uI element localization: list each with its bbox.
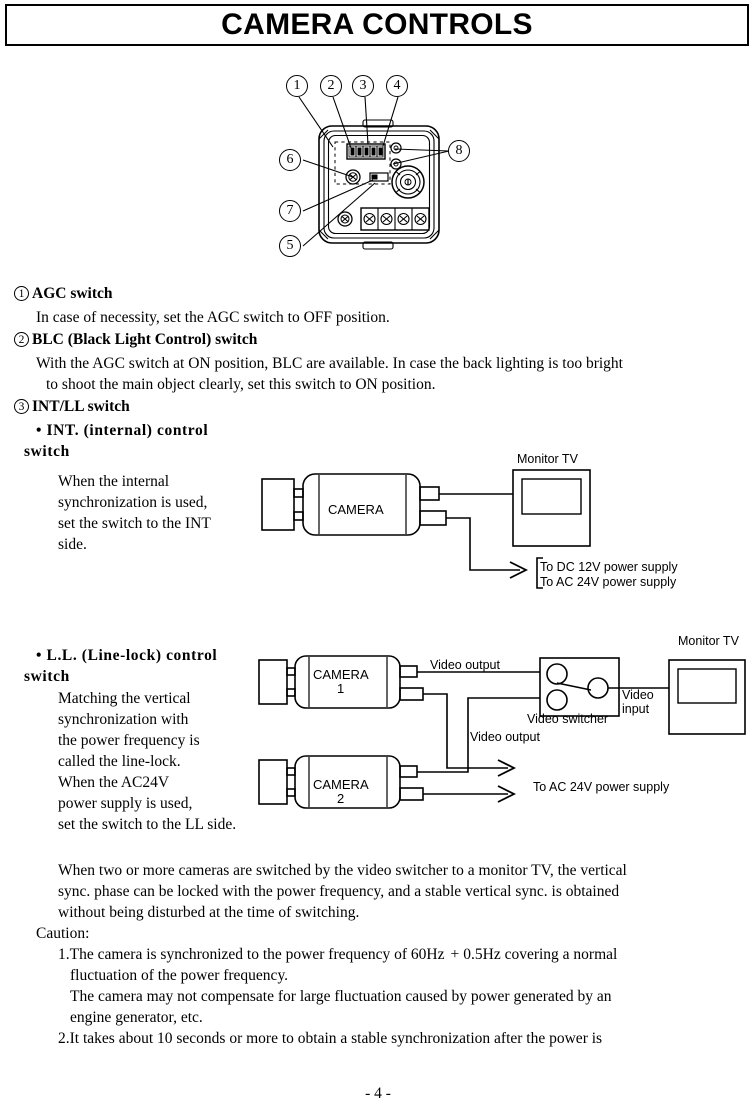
closing-para-line-1: When two or more cameras are switched by… xyxy=(58,862,627,879)
callout-bubble-3: 3 xyxy=(352,75,374,97)
ll-camera1-label-line-2: 1 xyxy=(337,681,345,696)
callout-bubble-2: 2 xyxy=(320,75,342,97)
plus-minus-sign: + xyxy=(450,946,460,963)
ll-video-output-bottom-label: Video output xyxy=(470,730,540,744)
int-power-line-2: To AC 24V power supply xyxy=(540,575,677,589)
ll-bullet-line-2: switch xyxy=(24,668,70,685)
ll-video-input-label-line-1: Video xyxy=(622,688,654,702)
callout-number-3: 3 xyxy=(14,399,29,414)
ll-camera2-label-line-1: CAMERA xyxy=(313,777,369,792)
ll-connection-diagram xyxy=(255,650,755,810)
callout-bubble-4: 4 xyxy=(386,75,408,97)
item-1-body: In case of necessity, set the AGC switch… xyxy=(36,309,390,326)
camera-rear-panel-figure xyxy=(255,60,500,270)
int-monitor-label: Monitor TV xyxy=(517,452,578,466)
closing-para-line-3: without being disturbed at the time of s… xyxy=(58,904,360,921)
callout-bubble-7: 7 xyxy=(279,200,301,222)
ll-video-input-label-line-2: input xyxy=(622,702,650,716)
callout-bubble-1: 1 xyxy=(286,75,308,97)
callout-number-1: 1 xyxy=(14,286,29,301)
int-body-text: When the internal synchronization is use… xyxy=(58,473,211,553)
int-bullet-line-1: • INT. (internal) control xyxy=(36,422,209,439)
callout-number-2: 2 xyxy=(14,332,29,347)
ll-body-text: Matching the vertical synchronization wi… xyxy=(58,690,237,833)
ll-monitor-label: Monitor TV xyxy=(678,634,739,648)
page-title: CAMERA CONTROLS xyxy=(221,8,533,41)
caution-1-line-1: 1.The camera is synchronized to the powe… xyxy=(58,944,617,965)
caution-2-line-1: 2.It takes about 10 seconds or more to o… xyxy=(58,1030,603,1047)
ll-camera2-label-line-2: 2 xyxy=(337,791,345,806)
caution-1-line-2: fluctuation of the power frequency. xyxy=(70,967,289,984)
callout-bubble-6: 6 xyxy=(279,149,301,171)
caution-1-line-3: The camera may not compensate for large … xyxy=(70,988,612,1005)
caution-1-line-4: engine generator, etc. xyxy=(70,1009,203,1026)
ll-video-switcher-label: Video switcher xyxy=(527,712,609,726)
caution-1-line-1-text-b: 0.5Hz covering a normal xyxy=(463,946,618,963)
int-camera-label: CAMERA xyxy=(328,502,384,517)
page-footer: - 4 - xyxy=(365,1085,391,1102)
int-bullet-line-2: switch xyxy=(24,443,70,460)
page-title-box: CAMERA CONTROLS xyxy=(5,4,749,46)
caution-label: Caution: xyxy=(36,925,90,942)
ll-bullet-line-1: • L.L. (Line-lock) control xyxy=(36,647,218,664)
item-2-body-line-1: With the AGC switch at ON position, BLC … xyxy=(36,355,623,372)
ll-camera1-label-line-1: CAMERA xyxy=(313,667,369,682)
callout-bubble-5: 5 xyxy=(279,235,301,257)
ll-power-label: To AC 24V power supply xyxy=(533,780,670,794)
int-power-line-1: To DC 12V power supply xyxy=(540,560,678,574)
item-2-body-line-2: to shoot the main object clearly, set th… xyxy=(46,376,436,393)
callout-bubble-8: 8 xyxy=(448,140,470,162)
caution-1-line-1-text-a: 1.The camera is synchronized to the powe… xyxy=(58,946,445,963)
int-connection-diagram xyxy=(258,448,708,598)
closing-para-line-2: sync. phase can be locked with the power… xyxy=(58,883,620,900)
ll-video-output-top-label: Video output xyxy=(430,658,500,672)
